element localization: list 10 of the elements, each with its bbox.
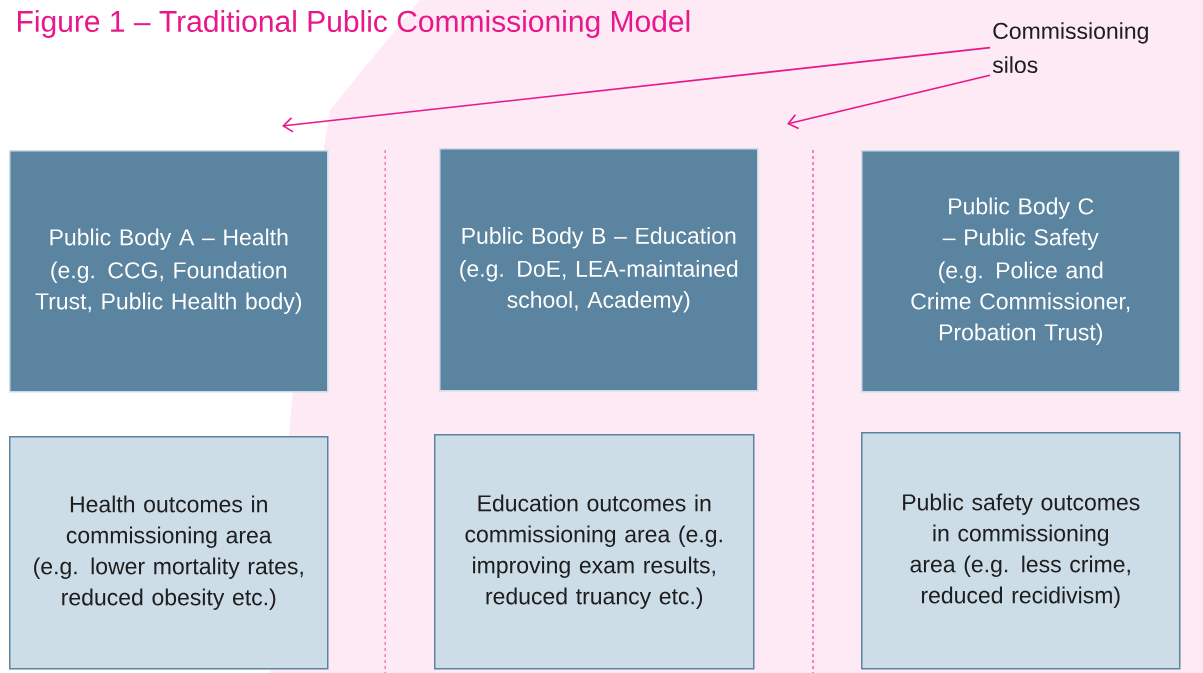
outcome-box: Education outcomes in commissioning area (e.g. improving exam results, reduced truancy etc.) <box>434 434 755 670</box>
public-body-box: Public Body A – Health (e.g. CCG, Foundation Trust, Public Health body) <box>9 150 329 393</box>
callout-text: Commissioning silos <box>992 22 1148 74</box>
arrow <box>282 46 991 133</box>
public-body-box: Public Body B – Education (e.g. DoE, LEA-maintained school, Academy) <box>439 148 759 392</box>
arrow <box>787 74 991 130</box>
figure-title: Figure 1 – Traditional Public Commissioning Model <box>18 10 690 38</box>
outcome-box: Health outcomes in commissioning area (e.g. lower mortality rates, reduced obesity etc.) <box>9 436 329 670</box>
outcome-box: Public safety outcomes in commissioning area (e.g. less crime, reduced recidivism) <box>861 432 1181 670</box>
public-body-box: Public Body C – Public Safety (e.g. Police and Crime Commissioner, Probation Trust) <box>861 150 1181 393</box>
